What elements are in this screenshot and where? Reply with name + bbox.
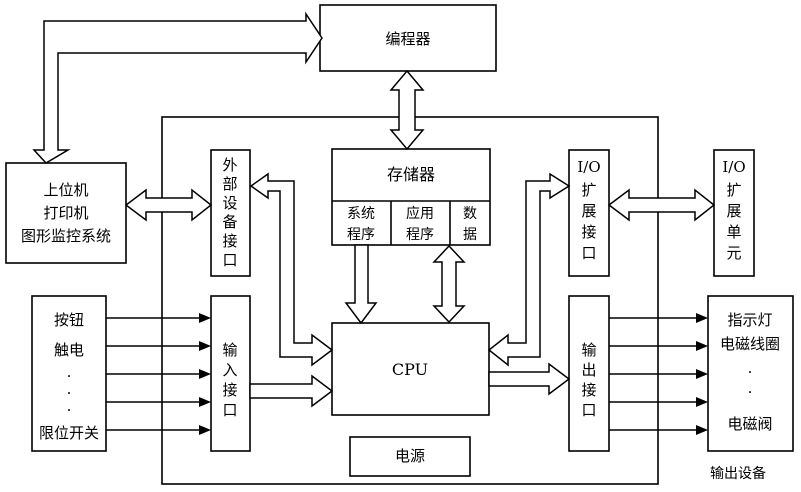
output-interface-label-3: 接 [581, 381, 596, 399]
power-box [349, 436, 471, 477]
external-interface-label-3: 设 [222, 194, 237, 212]
input-device-dot-2: . [67, 380, 72, 398]
io-ext-unit-label-4: 单 [726, 223, 741, 241]
host-label-3: 图形监控系统 [21, 227, 111, 245]
memory-app-program-1: 应用 [406, 205, 434, 222]
input-signal-arrowhead-5 [199, 425, 211, 435]
output-signal-arrowhead-1 [696, 313, 708, 323]
memory-app-program-2: 程序 [406, 227, 434, 243]
input-interface-box [210, 295, 251, 452]
output-device-2: 电磁线圈 [720, 335, 780, 353]
input-interface-label-4: 口 [222, 401, 237, 419]
input-device-dot-1: . [67, 363, 72, 381]
input-signal-arrowhead-3 [199, 369, 211, 379]
io-ext-bus [607, 188, 716, 222]
output-interface-label-1: 输 [581, 341, 596, 359]
io-ext-interface-label-2: 扩 [581, 181, 596, 199]
io-ext-interface-label-3: 展 [581, 202, 596, 220]
cpu-label: CPU [392, 360, 428, 379]
output-signal-arrowhead-4 [696, 397, 708, 407]
output-device-1: 指示灯 [727, 311, 772, 329]
output-interface-label-4: 口 [581, 401, 596, 419]
output-device-dot-1: . [748, 359, 753, 377]
external-interface-cpu-bus [249, 172, 334, 367]
output-signal-arrowhead-3 [696, 369, 708, 379]
cpu-box [331, 322, 490, 416]
output-device-dot-2: . [748, 379, 753, 397]
memory-data-2: 据 [463, 227, 477, 243]
host-box [5, 162, 127, 264]
data-cpu-bus [432, 244, 466, 324]
input-signal-arrowhead-4 [199, 397, 211, 407]
memory-title: 存储器 [387, 165, 435, 184]
input-devices-box [31, 295, 107, 452]
input-interface-label-2: 入 [222, 361, 237, 379]
external-interface-label-2: 部 [222, 175, 237, 193]
input-interface-cpu-arrow [249, 374, 334, 408]
memory-system-program-2: 程序 [347, 227, 375, 243]
output-signal-arrowhead-5 [696, 425, 708, 435]
external-interface-label-4: 备 [222, 213, 237, 231]
io-ext-unit-label-2: 扩 [726, 181, 741, 199]
input-device-limit-switch: 限位开关 [39, 424, 99, 442]
io-ext-interface-label-5: 口 [581, 244, 596, 262]
input-signal-arrowhead-2 [199, 341, 211, 351]
host-programmer-bus [32, 11, 323, 164]
output-device-solenoid-valve: 电磁阀 [727, 415, 772, 433]
io-ext-unit-box [713, 149, 755, 277]
programmer-label: 编程器 [385, 30, 430, 48]
programmer-box [319, 4, 497, 72]
output-signal-lines [609, 313, 708, 435]
input-signal-lines [106, 313, 211, 435]
io-ext-unit-label-1: I/O [722, 158, 745, 176]
host-label-1: 上位机 [43, 181, 88, 199]
output-interface-label-2: 出 [581, 361, 596, 379]
output-signal-arrowhead-2 [696, 341, 708, 351]
external-interface-box [210, 149, 251, 277]
cpu-io-ext-interface-bus [487, 172, 571, 367]
io-ext-interface-box [568, 149, 610, 277]
host-label-2: 打印机 [43, 204, 88, 222]
memory-box [331, 148, 491, 246]
input-device-1: 按钮 [54, 311, 84, 329]
input-signal-arrowhead-1 [199, 313, 211, 323]
external-interface-label-1: 外 [222, 156, 237, 174]
input-interface-label-1: 输 [222, 341, 237, 359]
memory-cpu-arrow [344, 244, 378, 325]
power-label: 电源 [395, 447, 425, 465]
external-interface-label-6: 口 [222, 251, 237, 269]
io-ext-unit-label-5: 元 [726, 244, 741, 262]
io-ext-interface-label-4: 接 [581, 223, 596, 241]
programmer-memory-bus [389, 69, 425, 151]
io-ext-unit-label-3: 展 [726, 202, 741, 220]
external-interface-label-5: 接 [222, 232, 237, 250]
host-external-interface-bus [124, 188, 213, 222]
memory-system-program-1: 系统 [347, 206, 375, 222]
cpu-output-interface-arrow [488, 362, 571, 396]
input-device-2: 触电 [54, 341, 84, 359]
input-device-dot-3: . [67, 397, 72, 415]
output-devices-caption: 输出设备 [710, 465, 766, 482]
input-interface-label-3: 接 [222, 381, 237, 399]
memory-data-1: 数 [463, 206, 477, 222]
output-devices-box [707, 295, 794, 452]
io-ext-interface-label-1: I/O [577, 158, 600, 176]
